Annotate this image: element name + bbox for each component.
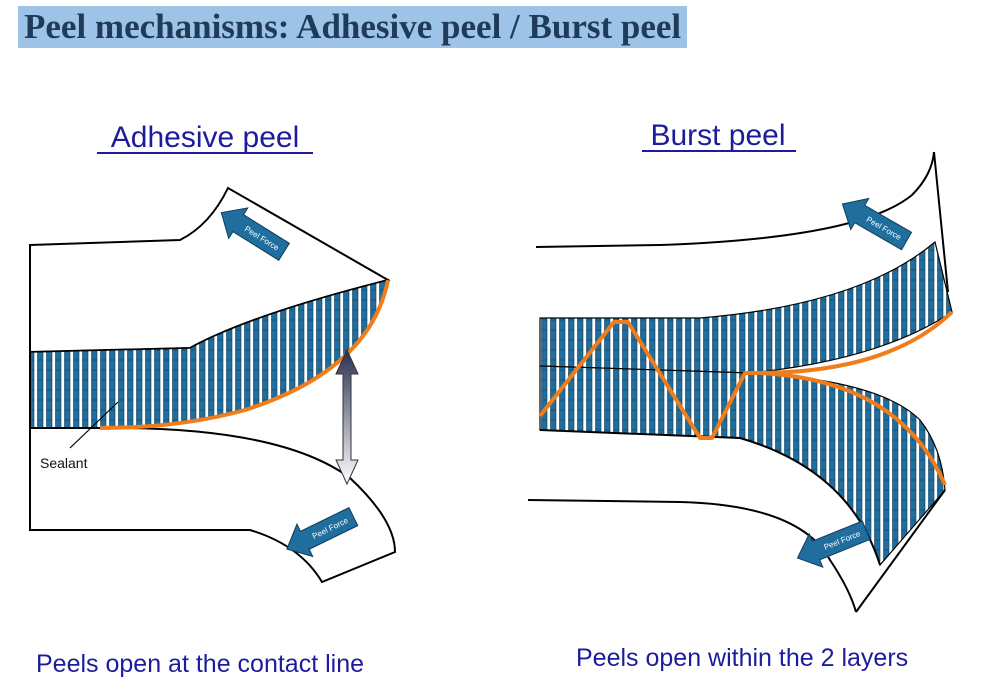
sealant-label: Sealant [40,455,88,471]
upper-film-edge [933,151,949,293]
adhesive-peel-panel: Adhesive peel Sealant Peel Force Peel Fo… [29,121,397,678]
peel-force-arrow-bottom-right: Peel Force [796,520,871,569]
contact-line [99,279,390,430]
adhesive-peel-heading: Adhesive peel [111,121,299,154]
burst-peel-heading: Burst peel [650,119,785,152]
separation-double-arrow [335,348,359,486]
sealant-pointer [69,401,119,449]
layer-boundary [539,429,881,566]
peel-force-arrow-top-right: Peel Force [841,197,913,251]
adhesive-peel-caption: Peels open at the contact line [36,650,364,678]
lower-film-edge [855,489,946,613]
burst-peel-caption: Peels open within the 2 layers [576,644,908,672]
lower-sealant-layer [539,365,946,567]
upper-sealant-layer [539,240,953,374]
page-title: Peel mechanisms: Adhesive peel / Burst p… [18,6,688,48]
burst-line-upper [759,310,954,375]
burst-peel-panel: Burst peel Peel Force Peel Force Peels o… [527,119,954,672]
lower-film [29,426,397,584]
burst-line [538,320,947,486]
